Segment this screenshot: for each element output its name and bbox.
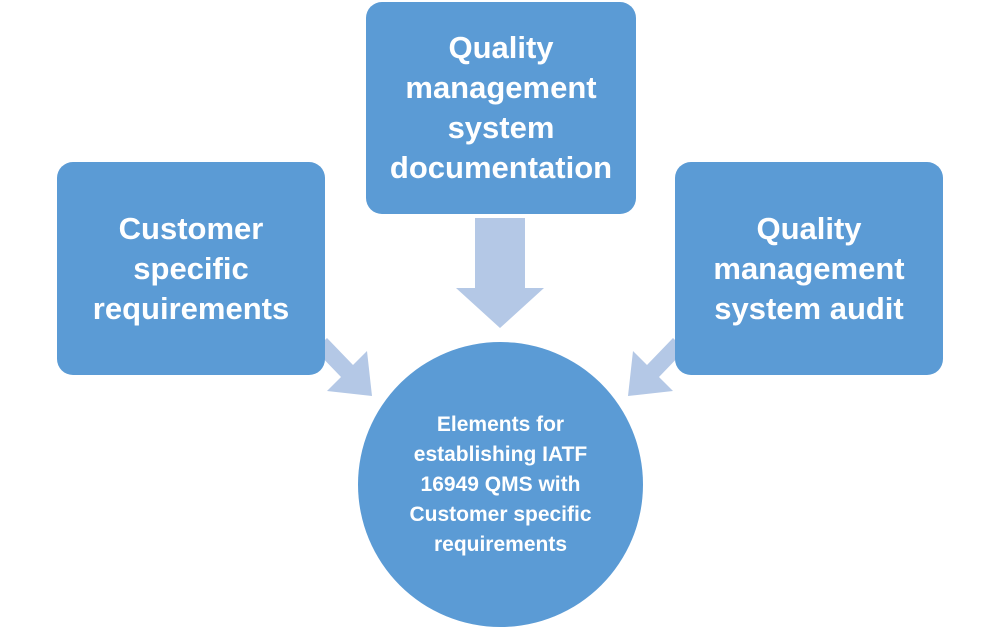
center-elements-circle: Elements for establishing IATF 16949 QMS… [358, 342, 643, 627]
customer-requirements-box: Customer specific requirements [57, 162, 325, 375]
qms-audit-label: Quality management system audit [713, 210, 905, 326]
center-elements-label: Elements for establishing IATF 16949 QMS… [409, 412, 592, 556]
arrow-right-diagonal [628, 338, 685, 396]
customer-requirements-label: Customer specific requirements [92, 210, 290, 326]
qms-audit-box: Quality management system audit [675, 162, 943, 375]
qms-documentation-label: Quality management system documentation [389, 30, 613, 185]
arrow-top-down [456, 218, 544, 328]
arrow-left-diagonal [315, 338, 372, 396]
qms-documentation-box: Quality management system documentation [366, 2, 636, 214]
